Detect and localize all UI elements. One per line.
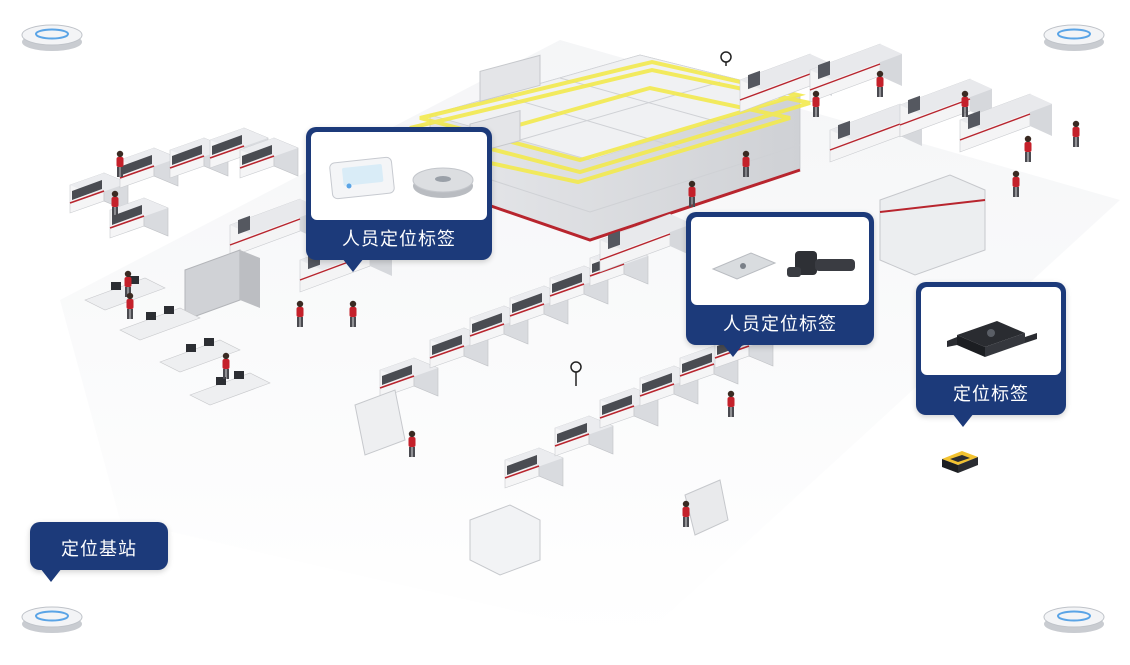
card-tag-icon — [711, 252, 777, 280]
back-right-lines — [739, 43, 1053, 276]
asset-tag-device-icon — [947, 321, 1037, 357]
tag-image-panel — [921, 287, 1061, 375]
round-puck-tag-icon — [412, 167, 474, 198]
base-station-icon — [21, 24, 83, 51]
base-station-icon — [1043, 24, 1105, 51]
base-station-icon — [1043, 606, 1105, 633]
callout-label: 定位标签 — [953, 384, 1029, 405]
floor-asset-tag-icon — [942, 451, 978, 473]
tag-image-panel — [311, 132, 487, 220]
callout-pointer — [342, 258, 364, 272]
asset-tag-callout: 定位标签 — [916, 282, 1066, 427]
callout-pointer — [952, 413, 974, 427]
base-station-callout: 定位基站 — [30, 522, 168, 582]
callout-pointer — [40, 568, 62, 582]
zone-outline — [409, 59, 811, 185]
personnel-tag-callout: 人员定位标签 — [686, 212, 874, 357]
tag-image-panel — [691, 217, 869, 305]
location-pin-markers — [570, 51, 732, 386]
front-carts — [354, 389, 729, 576]
left-clusters — [69, 127, 393, 321]
callout-label: 人员定位标签 — [723, 314, 837, 335]
callout-pointer — [722, 343, 744, 357]
base-station-icon — [21, 606, 83, 633]
callout-label: 定位基站 — [61, 539, 137, 560]
badge-card-tag-icon — [329, 156, 395, 200]
callout-label: 人员定位标签 — [342, 229, 456, 250]
personnel-tag-callout: 人员定位标签 — [306, 127, 492, 272]
wristband-tag-icon — [787, 251, 855, 277]
